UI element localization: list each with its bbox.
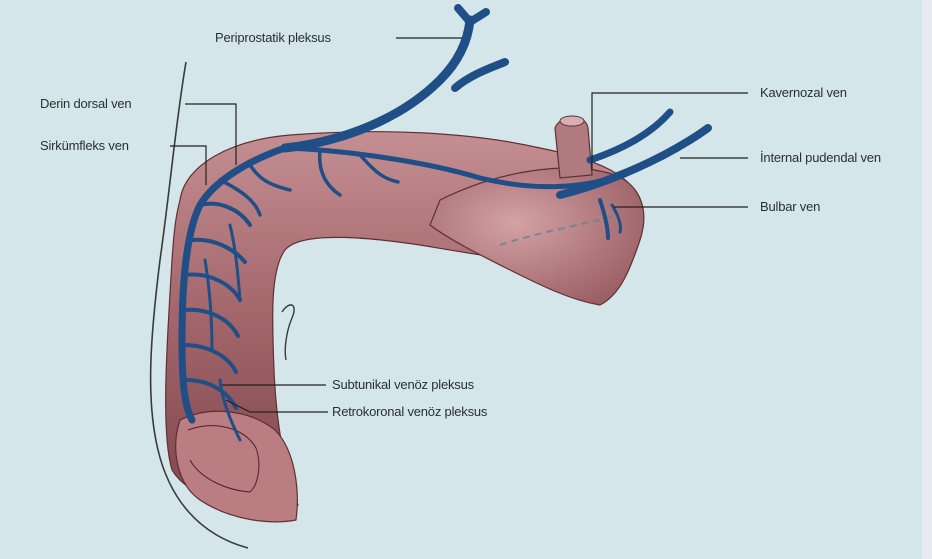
urethral-meatus-outline — [282, 305, 294, 360]
label-bulbar-ven: Bulbar ven — [760, 199, 820, 214]
label-subtunikal-venoz-pleksus: Subtunikal venöz pleksus — [332, 377, 474, 392]
label-internal-pudendal-ven: İnternal pudendal ven — [760, 150, 881, 165]
page-edge — [922, 0, 932, 559]
label-periprostatik-pleksus: Periprostatik pleksus — [215, 30, 331, 45]
cavernosal-vein — [590, 112, 670, 160]
label-sirkumfleks-ven: Sirkümfleks ven — [40, 138, 129, 153]
label-retrokoronal-venoz-pleksus: Retrokoronal venöz pleksus — [332, 404, 487, 419]
label-derin-dorsal-ven: Derin dorsal ven — [40, 96, 131, 111]
label-kavernozal-ven: Kavernozal ven — [760, 85, 847, 100]
